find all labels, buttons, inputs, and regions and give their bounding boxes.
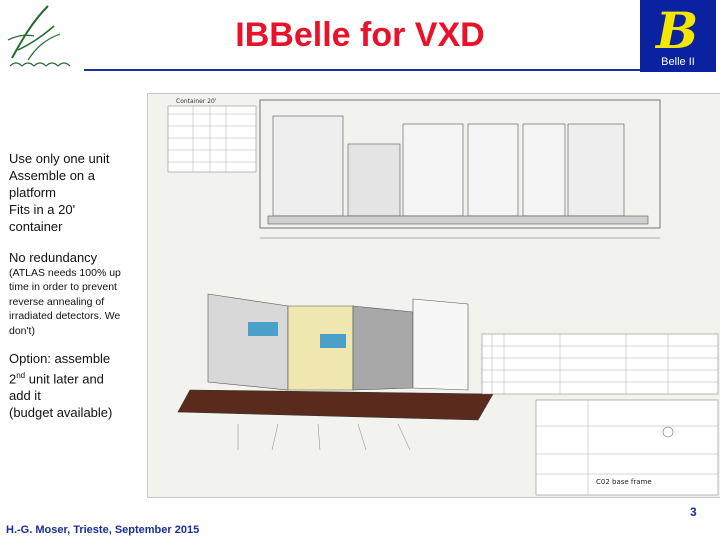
text-line: Use only one unit — [9, 151, 110, 166]
technical-drawing: Container 20' — [147, 93, 720, 498]
text-line: irradiated detectors. We — [9, 310, 121, 323]
title-divider — [84, 69, 640, 71]
ordinal-number: 2 — [9, 371, 17, 387]
text-block-2: No redundancy — [9, 250, 98, 265]
text-line: add it — [9, 388, 41, 404]
institute-logo — [4, 0, 82, 72]
text-line: reverse annealing of — [9, 295, 105, 308]
text-line: time in order to prevent — [9, 281, 117, 294]
belle2-label: Belle II — [661, 56, 695, 68]
text-line: don't) — [9, 324, 35, 337]
page-number: 3 — [690, 505, 697, 519]
text-line: container — [9, 219, 63, 234]
text-line: Option: assemble — [9, 351, 111, 366]
belle2-logo: B Belle II — [640, 0, 716, 72]
text-line: 2nd unit later and — [9, 367, 139, 387]
drawing-header: Container 20' — [176, 98, 217, 105]
svg-text:B: B — [654, 1, 698, 56]
text-line: Assemble on a — [9, 168, 95, 183]
ordinal-suffix: nd — [16, 371, 26, 380]
page-title: IBBelle for VXD — [235, 16, 485, 54]
text-block-1: Use only one unit Assemble on a platform… — [9, 150, 149, 235]
text-block-4: Option: assemble 2nd unit later and add … — [9, 350, 139, 421]
text-line: platform — [9, 185, 56, 200]
text-line: (budget available) — [9, 405, 113, 421]
text-block-3: (ATLAS needs 100% up time in order to pr… — [9, 266, 134, 338]
text-line: (ATLAS needs 100% up — [9, 267, 121, 279]
footer-author: H.-G. Moser, Trieste, September 2015 — [6, 524, 200, 536]
text-fragment: unit later and — [25, 371, 104, 387]
drawing-title: C02 base frame — [596, 478, 652, 486]
text-line: Fits in a 20' — [9, 202, 76, 217]
